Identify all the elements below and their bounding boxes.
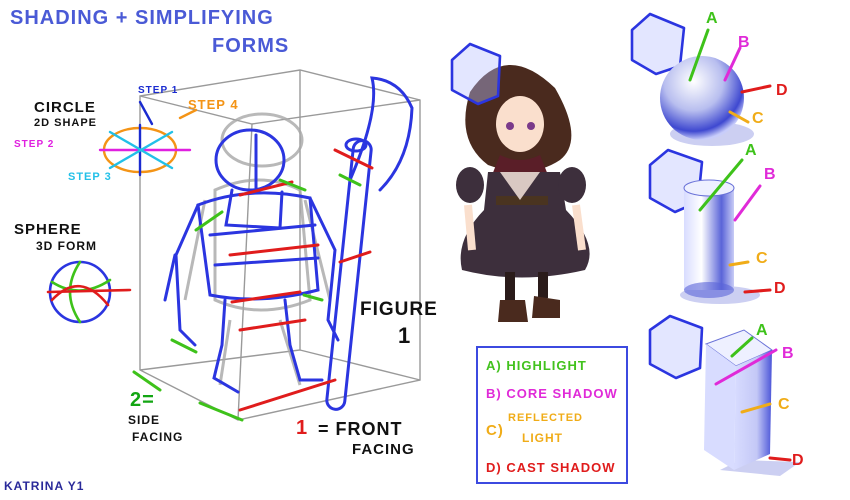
side-facing-line-1: SIDE: [128, 413, 161, 427]
step-4-label: STEP 4: [188, 97, 239, 112]
front-facing-line-1: = FRONT: [318, 419, 403, 439]
title-line-2: FORMS: [212, 35, 290, 57]
sphere-label-b: B: [738, 34, 751, 51]
side-facing-line-2: FACING: [132, 430, 184, 444]
sphere-diagram: [46, 260, 132, 324]
legend-reflected-light-line-1: REFLECTED: [508, 412, 583, 424]
front-facing-line-2: FACING: [352, 441, 415, 458]
sphere-label: SPHERE: [14, 221, 82, 238]
legend-cast-shadow: D) CAST SHADOW: [486, 460, 616, 475]
box-label-c: C: [778, 396, 791, 413]
front-facing-number: 1: [296, 417, 309, 439]
artist-signature: KATRINA Y1: [4, 479, 85, 493]
sphere-sublabel: 3D FORM: [36, 239, 97, 253]
title-line-1: SHADING + SIMPLIFYING: [10, 7, 274, 29]
front-facing-red-lines: [228, 148, 374, 412]
cylinder-label-a: A: [745, 142, 758, 159]
rough-figure-sketch: [183, 112, 332, 386]
circle-sublabel: 2D SHAPE: [34, 117, 98, 129]
circle-diagram: [98, 100, 198, 177]
light-source-icons: [450, 12, 704, 380]
blue-figure: [163, 76, 414, 411]
circle-label: CIRCLE: [34, 99, 96, 116]
figure-label: FIGURE: [360, 299, 438, 320]
shading-legend: A) HIGHLIGHT B) CORE SHADOW C) REFLECTED…: [476, 346, 628, 484]
step-1-label: STEP 1: [138, 85, 179, 96]
box-label-b: B: [782, 345, 795, 362]
sphere-label-a: A: [706, 10, 719, 27]
figure-number: 1: [398, 323, 412, 348]
legend-reflected-light-line-2: LIGHT: [522, 431, 563, 445]
legend-highlight: A) HIGHLIGHT: [486, 358, 587, 373]
step-2-label: STEP 2: [14, 139, 55, 150]
cylinder-label-d: D: [774, 280, 787, 297]
shaded-cylinder: [680, 179, 760, 304]
step-3-label: STEP 3: [68, 171, 112, 183]
sphere-label-d: D: [776, 82, 789, 99]
sphere-label-c: C: [752, 110, 765, 127]
perspective-box: [139, 69, 421, 421]
box-label-d: D: [792, 452, 805, 469]
form-pointer-lines: [688, 28, 792, 462]
side-facing-green-lines: [132, 173, 362, 422]
legend-reflected-light-letter: C): [486, 422, 504, 439]
character-illustration: [456, 64, 590, 322]
box-label-a: A: [756, 322, 769, 339]
cylinder-label-c: C: [756, 250, 769, 267]
shaded-sphere: [660, 56, 754, 146]
legend-core-shadow: B) CORE SHADOW: [486, 386, 618, 401]
side-facing-number: 2=: [130, 389, 155, 411]
cylinder-label-b: B: [764, 166, 777, 183]
